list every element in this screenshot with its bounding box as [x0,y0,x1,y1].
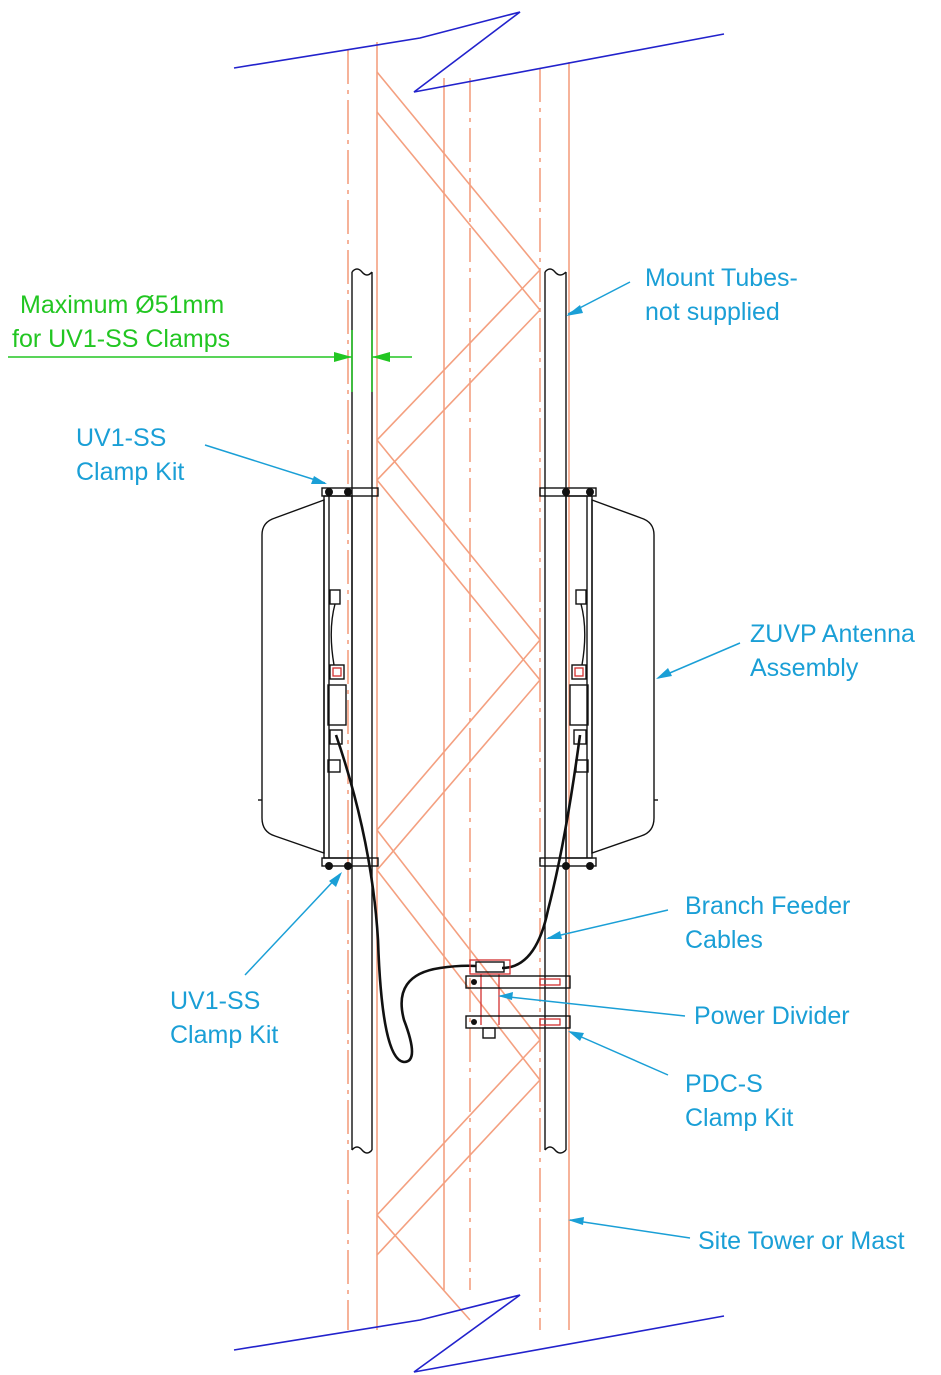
mount-tubes-label: Mount Tubes- not supplied [645,261,798,329]
uv1ss-bottom-line-2: Clamp Kit [170,1021,279,1049]
site-tower [347,42,570,1330]
pdc-line-1: PDC-S [685,1070,763,1098]
clamp-dimension [8,330,412,392]
max-clamp-diameter-label: Maximum Ø51mm for UV1-SS Clamps [12,288,230,356]
branch-feeder-line-2: Cables [685,926,763,954]
pdc-s-clamp-kit [465,975,571,1039]
site-tower-label: Site Tower or Mast [698,1224,905,1258]
pdc-line-2: Clamp Kit [685,1104,794,1132]
branch-feeder-cables [334,734,582,1064]
power-divider-label: Power Divider [694,999,850,1033]
max-clamp-line-2: for UV1-SS Clamps [12,325,231,353]
mount-tubes-line-1: Mount Tubes- [645,264,798,292]
site-tower-line-1: Site Tower or Mast [698,1227,905,1255]
antenna-line-2: Assembly [750,654,859,682]
antenna-line-1: ZUVP Antenna [750,620,915,648]
leader-lines [204,281,741,1239]
branch-feeder-cables-label: Branch Feeder Cables [685,889,850,957]
max-clamp-line-1: Maximum Ø51mm [20,291,225,319]
left-antenna-assembly [258,487,379,870]
zuvp-antenna-label: ZUVP Antenna Assembly [750,617,915,685]
uv1ss-clamp-kit-top-label: UV1-SS Clamp Kit [76,421,184,489]
uv1ss-top-line-1: UV1-SS [76,424,167,452]
break-lines [233,11,725,1373]
uv1ss-top-line-2: Clamp Kit [76,458,185,486]
power-divider-line-1: Power Divider [694,1002,850,1030]
branch-feeder-line-1: Branch Feeder [685,892,851,920]
uv1ss-bottom-line-1: UV1-SS [170,987,261,1015]
right-antenna-assembly [539,487,658,870]
mount-tubes-line-2: not supplied [645,298,780,326]
uv1ss-clamp-kit-bottom-label: UV1-SS Clamp Kit [170,984,278,1052]
pdc-s-clamp-kit-label: PDC-S Clamp Kit [685,1067,793,1135]
